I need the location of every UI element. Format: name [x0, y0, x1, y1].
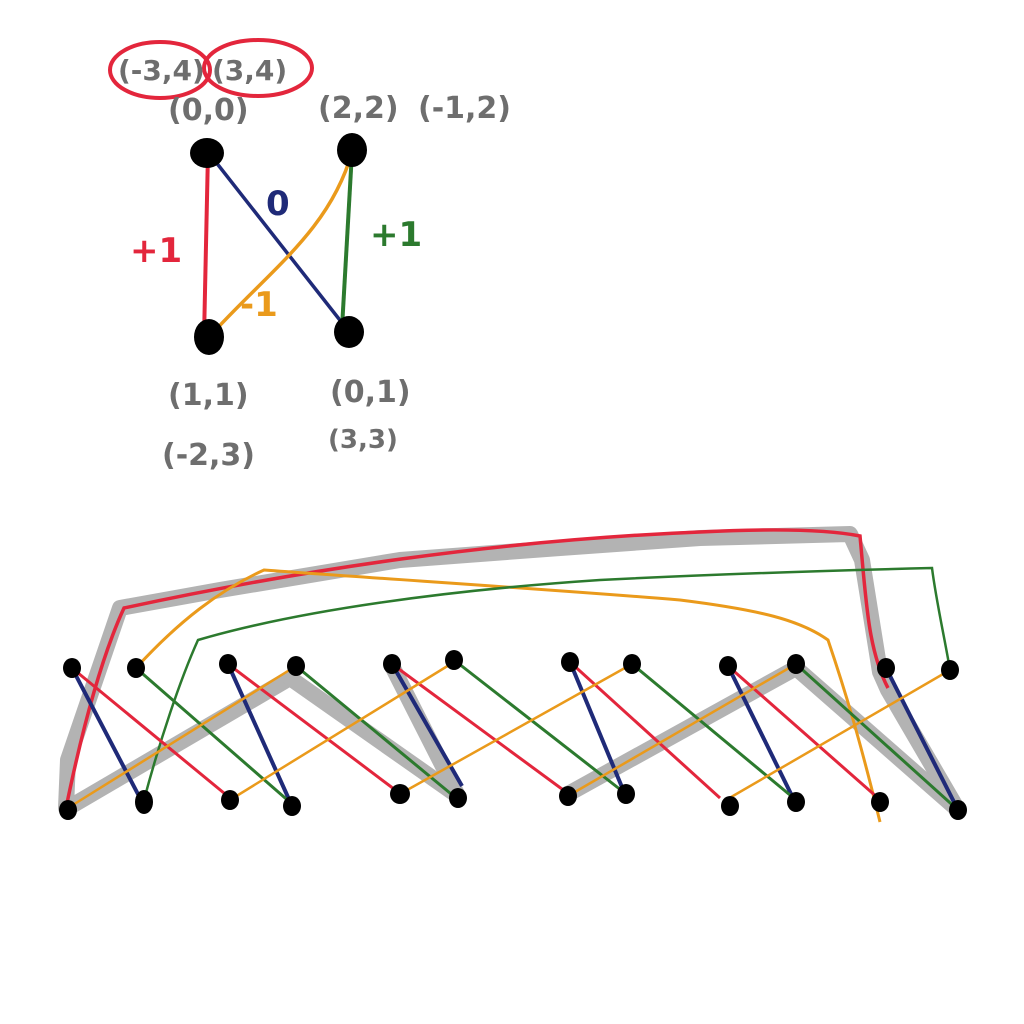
- edge-red: [202, 151, 210, 339]
- node: [561, 652, 579, 672]
- node: [63, 658, 81, 678]
- node: [449, 788, 467, 808]
- node: [127, 658, 145, 678]
- navy-edges: [70, 661, 958, 807]
- node: [559, 786, 577, 806]
- weight-green: +1: [370, 215, 422, 255]
- circled-label-left: (-3,4): [118, 54, 205, 87]
- edge-navy: [206, 150, 352, 335]
- node: [949, 800, 967, 820]
- node: [787, 654, 805, 674]
- node-bottom-left: [194, 319, 224, 355]
- loop-orange: [134, 568, 882, 823]
- node: [135, 790, 153, 814]
- circled-label-right: (3,4): [212, 54, 287, 87]
- circle-mark-left: [108, 40, 212, 100]
- node: [787, 792, 805, 812]
- orange-edges: [67, 660, 951, 810]
- loop-red: [64, 528, 890, 809]
- weight-red: +1: [130, 231, 182, 271]
- loop-green: [142, 566, 952, 801]
- weight-orange: -1: [240, 285, 278, 325]
- node: [383, 654, 401, 674]
- node: [59, 800, 77, 820]
- node: [219, 654, 237, 674]
- node: [287, 656, 305, 676]
- edge-green: [340, 151, 354, 329]
- node: [221, 790, 239, 810]
- top-row-nodes: [63, 650, 959, 680]
- node-top-left: [190, 138, 224, 168]
- highlighted-path: [58, 526, 966, 818]
- label-top-left: (0,0): [168, 93, 249, 128]
- bottom-row-nodes: [59, 784, 967, 820]
- node: [877, 658, 895, 678]
- edge-orange: [208, 151, 354, 338]
- green-edges: [135, 658, 960, 812]
- weight-navy: 0: [266, 184, 290, 224]
- node: [617, 784, 635, 804]
- top-gadget: (-3,4) (3,4) (0,0) (2,2) (-1,2) (1,1) (-…: [108, 38, 511, 473]
- label-bottom-left-b: (-2,3): [162, 438, 255, 473]
- label-bottom-left-a: (1,1): [168, 378, 249, 413]
- node-top-right: [337, 133, 367, 167]
- node: [941, 660, 959, 680]
- node: [390, 784, 410, 804]
- node: [623, 654, 641, 674]
- bottom-graph: [58, 526, 967, 823]
- node: [871, 792, 889, 812]
- label-top-right-b: (-1,2): [418, 91, 511, 126]
- node-bottom-right: [334, 316, 364, 348]
- node: [721, 796, 739, 816]
- node: [719, 656, 737, 676]
- node: [445, 650, 463, 670]
- circle-mark-right: [202, 38, 314, 98]
- label-bottom-right-b: (3,3): [328, 425, 398, 455]
- node: [283, 796, 301, 816]
- label-bottom-right-a: (0,1): [330, 375, 411, 410]
- label-top-right-a: (2,2): [318, 91, 399, 126]
